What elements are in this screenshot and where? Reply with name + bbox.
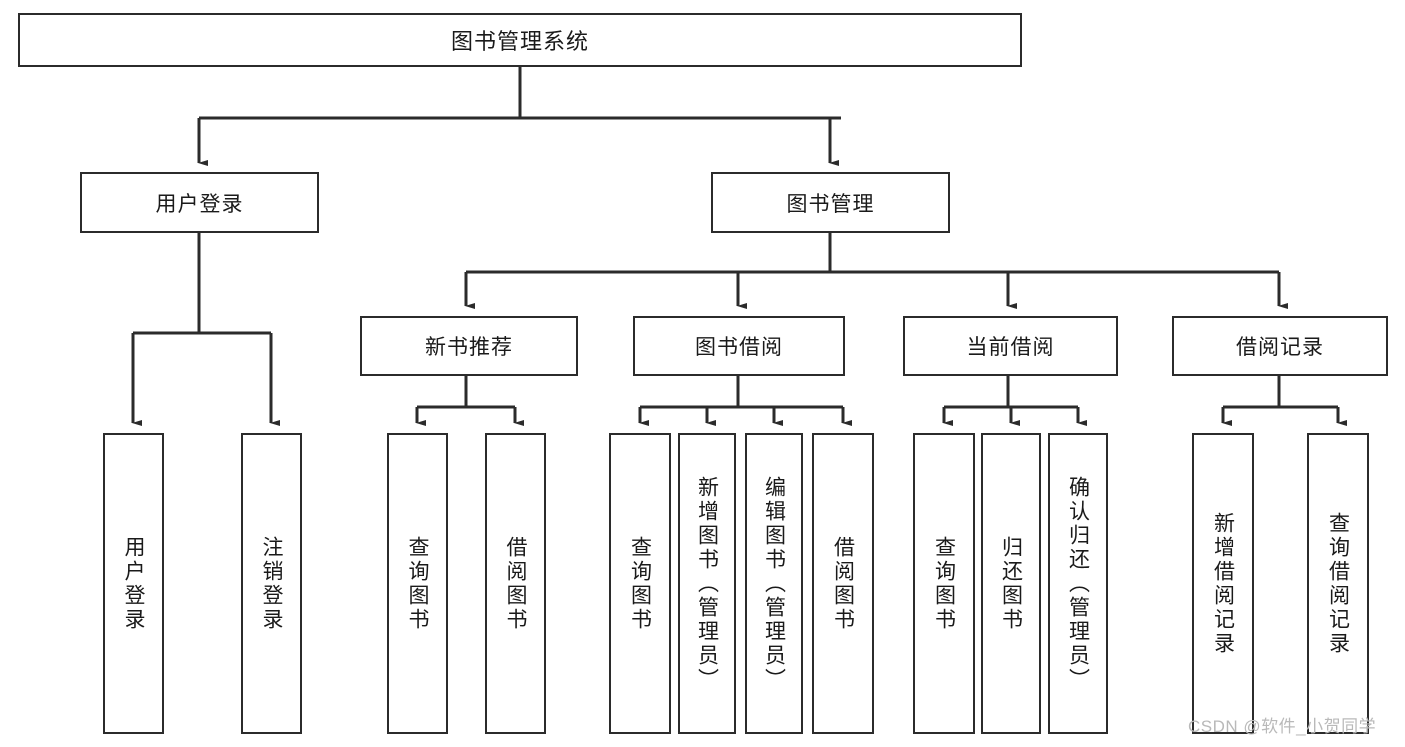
- node-book-management[interactable]: 图书管理: [711, 172, 950, 233]
- node-label: 新书推荐: [425, 336, 513, 359]
- node-new-book-recommend[interactable]: 新书推荐: [360, 316, 578, 376]
- node-leaf-query-book-2[interactable]: 查询图书: [609, 433, 671, 734]
- node-label: 查询图书: [406, 535, 429, 632]
- node-label: 借阅图书: [504, 535, 527, 632]
- node-label: 查询借阅记录: [1326, 511, 1350, 656]
- node-leaf-confirm-return[interactable]: 确认归还（管理员）: [1048, 433, 1108, 734]
- node-label: 图书管理系统: [450, 29, 589, 54]
- node-leaf-user-login[interactable]: 用户登录: [103, 433, 164, 734]
- node-leaf-borrow-book-1[interactable]: 借阅图书: [485, 433, 546, 734]
- node-label: 归还图书: [999, 535, 1023, 632]
- node-label: 注销登录: [260, 535, 283, 632]
- node-leaf-query-record[interactable]: 查询借阅记录: [1307, 433, 1369, 734]
- node-root-system[interactable]: 图书管理系统: [18, 13, 1022, 67]
- node-current-borrow[interactable]: 当前借阅: [903, 316, 1118, 376]
- node-label: 借阅记录: [1236, 336, 1324, 359]
- node-leaf-edit-book[interactable]: 编辑图书（管理员）: [745, 433, 803, 734]
- node-leaf-logout-login[interactable]: 注销登录: [241, 433, 302, 734]
- node-leaf-query-book-1[interactable]: 查询图书: [387, 433, 448, 734]
- node-label: 借阅图书: [831, 535, 855, 632]
- node-leaf-query-book-3[interactable]: 查询图书: [913, 433, 975, 734]
- node-label: 编辑图书（管理员）: [762, 475, 786, 692]
- node-label: 查询图书: [628, 535, 652, 632]
- node-leaf-add-record[interactable]: 新增借阅记录: [1192, 433, 1254, 734]
- node-label: 用户登录: [122, 535, 145, 632]
- node-leaf-return-book[interactable]: 归还图书: [981, 433, 1041, 734]
- node-borrow-record[interactable]: 借阅记录: [1172, 316, 1388, 376]
- node-user-login[interactable]: 用户登录: [80, 172, 319, 233]
- node-book-borrow[interactable]: 图书借阅: [633, 316, 845, 376]
- node-leaf-add-book[interactable]: 新增图书（管理员）: [678, 433, 736, 734]
- node-label: 用户登录: [155, 192, 244, 216]
- node-label: 新增借阅记录: [1211, 511, 1235, 656]
- node-label: 查询图书: [932, 535, 956, 632]
- node-label: 当前借阅: [966, 336, 1055, 359]
- node-label: 图书借阅: [695, 336, 783, 359]
- node-label: 图书管理: [786, 192, 875, 216]
- csdn-watermark: CSDN @软件_小贺同学: [1188, 717, 1377, 736]
- node-leaf-borrow-book-2[interactable]: 借阅图书: [812, 433, 874, 734]
- node-label: 确认归还（管理员）: [1066, 475, 1090, 692]
- node-label: 新增图书（管理员）: [695, 475, 719, 692]
